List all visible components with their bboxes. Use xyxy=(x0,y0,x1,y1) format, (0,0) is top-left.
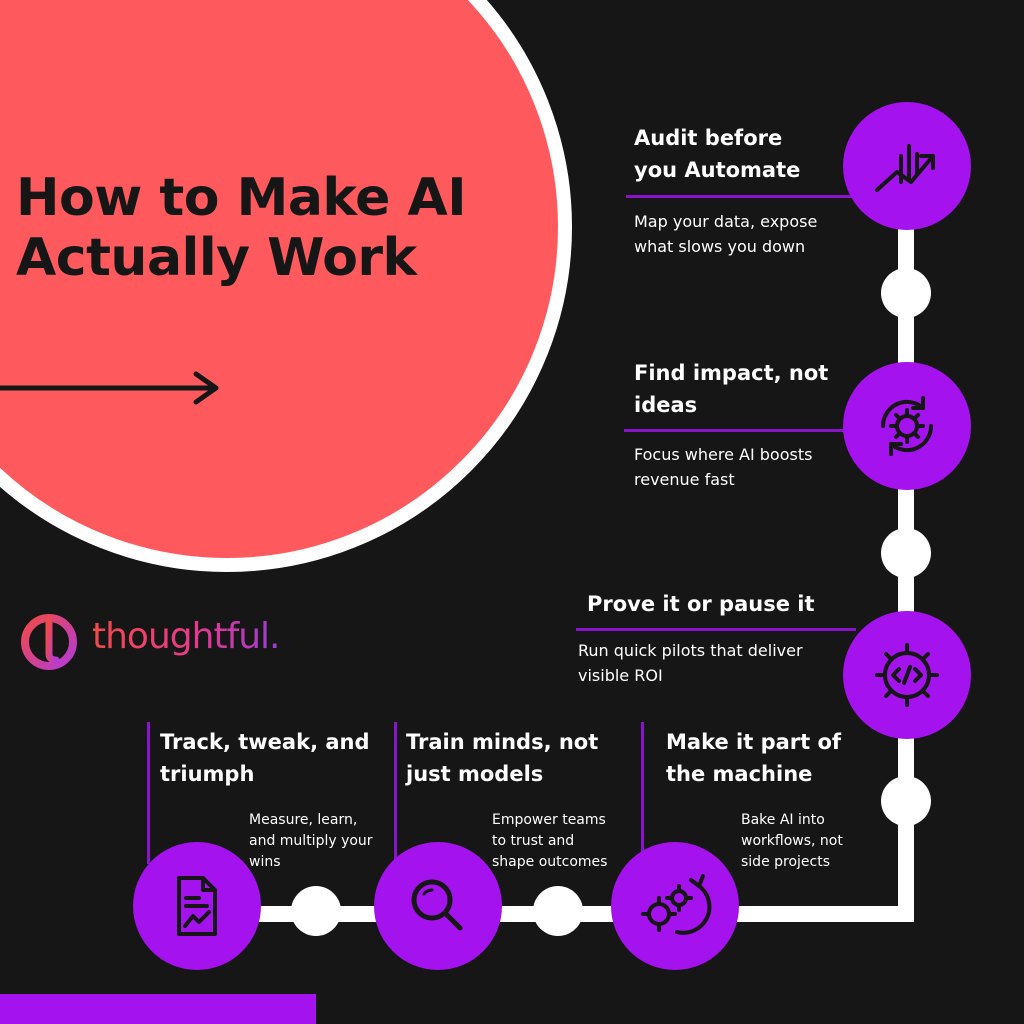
report-chart-icon xyxy=(177,876,217,936)
desc-line: visible ROI xyxy=(578,666,663,685)
title-line: Find impact, not xyxy=(634,361,829,385)
step-badge xyxy=(843,362,971,490)
step-divider xyxy=(624,429,856,432)
accent-bar xyxy=(0,994,316,1024)
step-divider xyxy=(641,722,644,864)
title-line: Audit before xyxy=(634,126,783,150)
code-gear-icon xyxy=(875,643,939,707)
path-dot xyxy=(881,268,931,318)
step-divider xyxy=(147,722,150,864)
step-divider xyxy=(394,722,397,864)
step-badge xyxy=(843,611,971,739)
desc-line: Bake AI into xyxy=(741,812,825,828)
step-description: Map your data, expose what slows you dow… xyxy=(634,209,817,259)
logo-wordmark: thoughtful. xyxy=(92,616,280,657)
logo-mark-icon xyxy=(21,614,77,670)
desc-line: Measure, learn, xyxy=(249,812,358,828)
step-badge xyxy=(374,842,502,970)
desc-line: Run quick pilots that deliver xyxy=(578,641,803,660)
step-title: Make it part of the machine xyxy=(666,726,841,790)
title-line: Track, tweak, and xyxy=(160,730,370,754)
title-line: triumph xyxy=(160,762,255,786)
step-description: Focus where AI boosts revenue fast xyxy=(634,442,812,492)
gear-cycle-icon xyxy=(880,396,934,456)
desc-line: to trust and xyxy=(492,833,575,849)
title-line: the machine xyxy=(666,762,813,786)
desc-line: revenue fast xyxy=(634,470,735,489)
desc-line: workflows, not xyxy=(741,833,843,849)
step-divider xyxy=(626,195,856,198)
step-description: Empower teams to trust and shape outcome… xyxy=(492,810,607,873)
title-line: ideas xyxy=(634,393,698,417)
title-line: Train minds, not xyxy=(406,730,599,754)
path-dot xyxy=(533,886,583,936)
step-divider xyxy=(576,628,856,631)
desc-line: Focus where AI boosts xyxy=(634,445,813,464)
brand-logo: thoughtful. xyxy=(18,606,328,676)
page-title: How to Make AI Actually Work xyxy=(16,168,467,288)
title-line: Prove it or pause it xyxy=(587,592,815,616)
step-badge xyxy=(611,842,739,970)
step-description: Run quick pilots that deliver visible RO… xyxy=(578,638,803,688)
magnifier-icon xyxy=(411,879,463,931)
path-dot xyxy=(881,776,931,826)
step-badge xyxy=(133,842,261,970)
arrow-right-icon xyxy=(0,371,219,405)
step-description: Measure, learn, and multiply your wins xyxy=(249,810,373,873)
desc-line: wins xyxy=(249,854,281,870)
desc-line: Empower teams xyxy=(492,812,606,828)
title-line: you Automate xyxy=(634,158,801,182)
chart-growth-icon xyxy=(875,144,935,192)
path-dot xyxy=(881,528,931,578)
step-title: Audit before you Automate xyxy=(634,122,800,186)
step-title: Find impact, not ideas xyxy=(634,357,828,421)
desc-line: and multiply your xyxy=(249,833,373,849)
step-badge xyxy=(843,102,971,230)
path-dot xyxy=(291,886,341,936)
title-line: just models xyxy=(406,762,544,786)
title-circle xyxy=(0,0,572,572)
desc-line: side projects xyxy=(741,854,831,870)
desc-line: Map your data, expose xyxy=(634,212,818,231)
desc-line: what slows you down xyxy=(634,237,806,256)
gears-arrow-icon xyxy=(641,874,712,935)
step-description: Bake AI into workflows, not side project… xyxy=(741,810,843,873)
title-line: Make it part of xyxy=(666,730,842,754)
desc-line: shape outcomes xyxy=(492,854,608,870)
step-title: Train minds, not just models xyxy=(406,726,598,790)
step-title: Track, tweak, and triumph xyxy=(160,726,370,790)
step-title: Prove it or pause it xyxy=(587,588,815,620)
